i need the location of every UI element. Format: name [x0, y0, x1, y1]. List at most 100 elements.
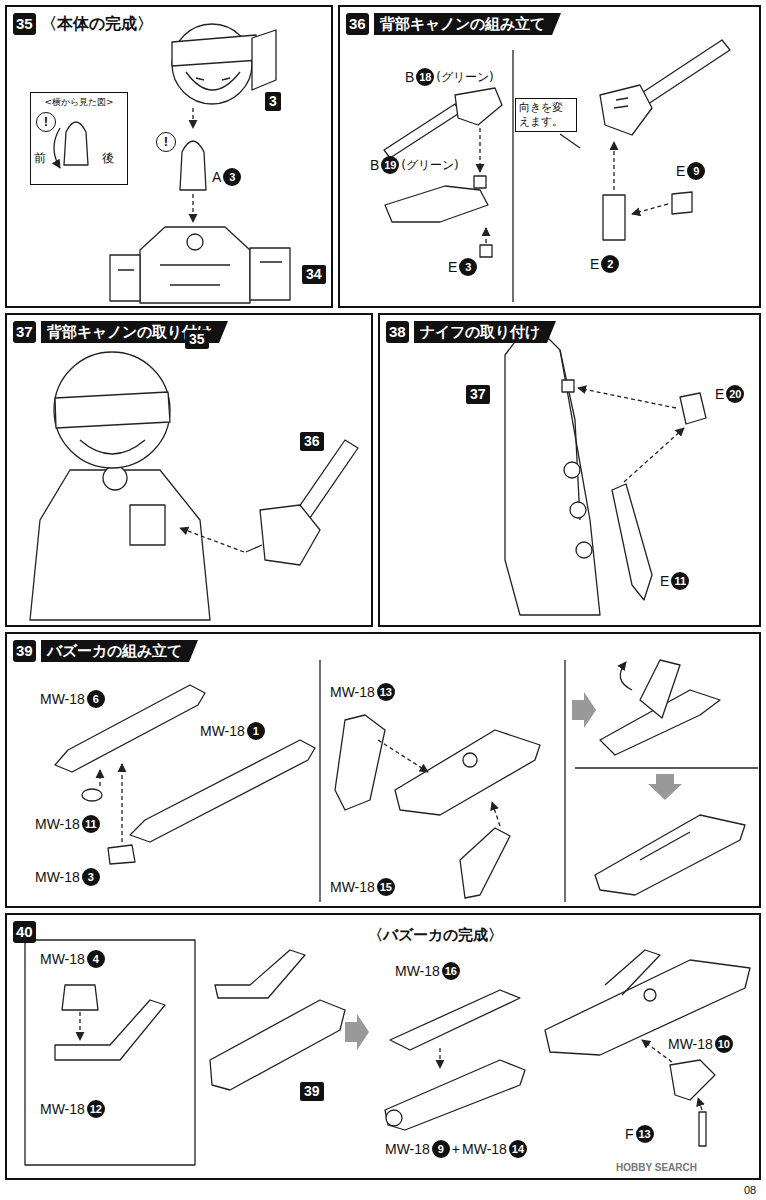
head-part: [172, 24, 276, 104]
part-sprue-name: MW-18: [35, 868, 80, 886]
reference-number: 37: [470, 386, 486, 403]
color-note: (グリーン): [401, 156, 458, 174]
part-number: 18: [416, 68, 434, 86]
side-view-inset: <横から見た図>: [30, 92, 128, 185]
bazooka-part: [55, 660, 745, 898]
reference-number: 36: [304, 433, 320, 450]
part-number: 16: [442, 962, 460, 980]
step-number: 39: [13, 640, 36, 662]
part-letter: A: [212, 168, 221, 186]
assembly-arrow: [180, 528, 244, 552]
caution-mark: !: [36, 112, 56, 132]
step-title: ナイフの取り付け: [414, 321, 556, 343]
label-group: E20: [715, 385, 744, 403]
part-sprue-name: MW-18: [40, 690, 85, 708]
reference-number: 35: [189, 331, 205, 348]
label-group: A3: [212, 168, 241, 186]
step-number: 36: [346, 13, 369, 35]
reference-number: 34: [306, 266, 322, 283]
part-sprue-name: MW-18: [35, 815, 80, 833]
step-panel: 35〈本体の完成〉3<横から見た図>34: [5, 5, 333, 308]
part-number: 3: [223, 168, 241, 186]
note-text: 向きを変えます。: [519, 101, 573, 129]
step-number: 38: [386, 321, 409, 343]
part-sprue-name: MW-18: [40, 950, 85, 968]
label-group: MW-189+MW-1814: [385, 1140, 527, 1158]
label-group: MW-1815: [330, 878, 395, 896]
part-sprue-name: MW-18: [395, 962, 440, 980]
label-group: MW-1812: [40, 1100, 105, 1118]
direction-label: 後: [102, 150, 114, 166]
cannon-assembled: [600, 40, 730, 240]
label-group: E2: [590, 255, 619, 273]
page-number: 08: [744, 1184, 756, 1196]
part-letter: E: [660, 572, 669, 590]
inset-title: <横から見た図>: [31, 93, 127, 109]
watermark: HOBBY SEARCH: [616, 1162, 697, 1173]
part-letter: B: [370, 156, 379, 174]
part-number: 20: [726, 385, 744, 403]
divider-line: [564, 660, 565, 902]
part-number: 9: [687, 162, 705, 180]
assembly-arrow: [100, 740, 500, 842]
knife-part: [612, 393, 706, 600]
step-title: 背部キャノンの組み立て: [374, 13, 561, 35]
assembly-arrow: [192, 108, 193, 222]
part-sprue-name: MW-18: [462, 1140, 507, 1158]
note-box: 向きを変えます。: [515, 98, 577, 132]
neck-part: [180, 141, 206, 190]
label-group: 後: [102, 150, 114, 166]
part-number: 4: [87, 950, 105, 968]
sub-heading: 〈バズーカの完成〉: [368, 925, 503, 945]
label-group: B19(グリーン): [370, 156, 459, 174]
part-sprue-name: MW-18: [330, 683, 375, 701]
part-letter: F: [625, 1125, 634, 1143]
reference-number-box: 37: [466, 385, 490, 404]
part-number: 3: [82, 868, 100, 886]
label-group: MW-1810: [668, 1035, 733, 1053]
color-note: (グリーン): [436, 68, 493, 86]
reference-number-box: 3: [265, 92, 281, 111]
reference-number-box: 36: [300, 432, 324, 451]
part-number: 14: [509, 1140, 527, 1158]
part-number: 9: [432, 1140, 450, 1158]
assembly-arrow: [480, 128, 668, 243]
part-number: 15: [377, 878, 395, 896]
reference-number-box: 39: [300, 1082, 324, 1101]
label-group: B18(グリーン): [405, 68, 494, 86]
label-group: !: [36, 112, 56, 132]
assembly-arrow: [578, 388, 684, 482]
cannon-part: [246, 440, 358, 565]
part-number: 13: [377, 683, 395, 701]
reference-number-box: 35: [185, 330, 209, 349]
label-group: MW-186: [40, 690, 105, 708]
label-group: MW-1816: [395, 962, 460, 980]
step-number: 37: [13, 321, 36, 343]
label-group: MW-181: [200, 722, 265, 740]
figure-with-head: [30, 352, 210, 620]
step-number: 35: [13, 13, 36, 35]
label-group: E9: [676, 162, 705, 180]
step-panel: 38ナイフの取り付け 37: [378, 313, 761, 627]
step-panel: 39バズーカの組み立て: [5, 632, 761, 908]
side-view-figure: [54, 122, 88, 168]
divider-line: [319, 660, 320, 902]
label-group: 08: [744, 1184, 756, 1196]
reference-number: 39: [304, 1083, 320, 1100]
leg-armor-part: [505, 335, 600, 615]
bazooka-part: [55, 950, 750, 1146]
label-group: MW-184: [40, 950, 105, 968]
inset-frame: [25, 940, 195, 1165]
rotate-arrow: [620, 662, 632, 690]
cannon-part: [384, 88, 502, 257]
part-letter: +: [452, 1140, 460, 1158]
label-group: F13: [625, 1125, 654, 1143]
step-panel: 36背部キャノンの組み立て向きを変えます。: [338, 5, 761, 308]
divider-line: [575, 767, 758, 768]
part-number: 19: [381, 156, 399, 174]
reference-number-box: 34: [302, 265, 326, 284]
label-group: 前: [34, 150, 46, 166]
label-group: MW-183: [35, 868, 100, 886]
part-number: 2: [601, 255, 619, 273]
part-sprue-name: MW-18: [385, 1140, 430, 1158]
